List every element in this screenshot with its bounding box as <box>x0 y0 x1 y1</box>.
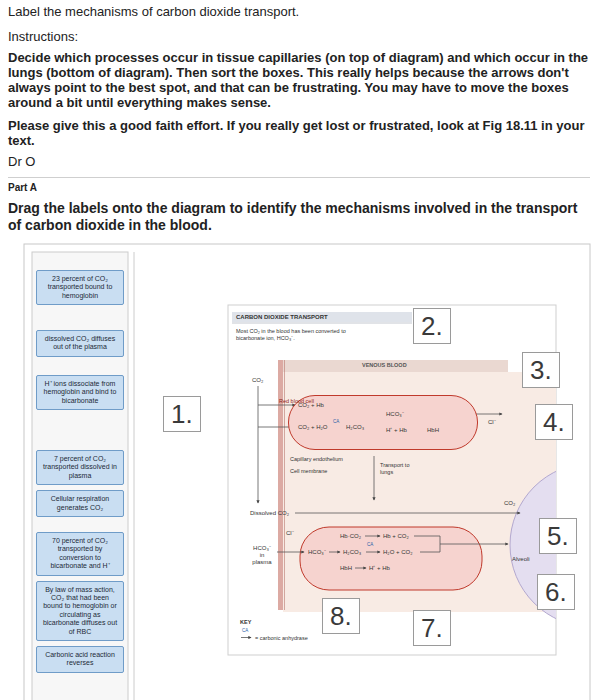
legend-row: = carbonic anhydrase <box>240 634 308 641</box>
answer-text: Carbonic acid reaction reverses <box>41 651 119 668</box>
answer-label: 70 percent of CO₂ transported by convers… <box>36 532 124 576</box>
chem-label: CO₂ + Hb <box>298 402 324 409</box>
callout-number: 8. <box>322 598 360 634</box>
chem-label: HbH <box>427 427 439 434</box>
key-heading: KEY <box>240 619 251 626</box>
answer-label: Carbonic acid reaction reverses <box>36 646 124 673</box>
chem-label: HCO₃⁻ <box>308 549 326 556</box>
chem-label: H₂CO₃ <box>343 549 361 556</box>
chem-label: HCO₃⁻ in plasma <box>250 545 274 567</box>
callout-number-text: 8. <box>330 600 352 632</box>
answer-text: By law of mass action, CO₂ that had been… <box>41 586 119 636</box>
answer-text: 23 percent of CO₂ transported bound to h… <box>41 275 119 300</box>
page-title: Label the mechanisms of carbon dioxide t… <box>8 4 590 19</box>
chem-label: H⁺ + Hb <box>386 427 407 434</box>
callout-number-text: 7. <box>421 612 443 644</box>
part-label: Cell membrane <box>290 468 327 475</box>
plasma <box>283 372 556 612</box>
instructions-heading: Instructions: <box>8 29 590 44</box>
callout-number-text: 4. <box>543 406 565 438</box>
callout-number-text: 1. <box>171 398 193 430</box>
chem-label: Hb + CO₂ <box>383 533 409 540</box>
region-label: VENOUS BLOOD <box>362 362 407 369</box>
callout-number-text: 2. <box>421 310 443 342</box>
callout-number: 2. <box>413 308 451 344</box>
callout-number: 7. <box>413 610 451 646</box>
answer-text: 7 percent of CO₂ transported dissolved i… <box>41 455 119 480</box>
signature: Dr O <box>8 154 590 169</box>
diagram-title: CARBON DIOXIDE TRANSPORT <box>236 314 328 321</box>
chem-label: HCO₃⁻ <box>386 411 404 418</box>
part-label: Alveoli <box>512 556 530 563</box>
title-rule <box>232 323 412 324</box>
callout-number-text: 5. <box>547 520 569 552</box>
column-divider <box>134 252 135 700</box>
venous-band <box>283 360 508 372</box>
answer-label: dissolved CO₂ diffuses out of the plasma <box>36 330 124 357</box>
question-panel <box>24 244 590 700</box>
question-header: Label the mechanisms of carbon dioxide t… <box>8 4 590 234</box>
chem-label: H⁺ + Hb <box>369 565 390 572</box>
callout-number: 6. <box>537 574 575 610</box>
chem-label: Hb·CO₂ <box>340 533 361 540</box>
callout-number: 5. <box>539 518 577 554</box>
section-rule <box>8 177 590 178</box>
callout-number-text: 6. <box>545 576 567 608</box>
lung-arrows <box>277 513 520 568</box>
chem-label: CO₂ <box>252 377 263 384</box>
answer-label: Cellular respiration generates CO₂ <box>36 490 124 517</box>
label-column <box>32 252 128 700</box>
lung-red-blood-cell <box>300 527 482 590</box>
part-label: Capillary endothelium <box>290 456 343 463</box>
diagram-subtitle: Most CO₂ in the blood has been converted… <box>236 328 366 341</box>
answer-label: H⁺ ions dissociate from hemoglobin and b… <box>36 375 124 410</box>
capillary-endothelium <box>278 360 283 610</box>
answer-text: H⁺ ions dissociate from hemoglobin and b… <box>41 380 119 405</box>
enzyme-label: CA <box>333 419 339 424</box>
answer-label: 23 percent of CO₂ transported bound to h… <box>36 270 124 305</box>
answer-label: By law of mass action, CO₂ that had been… <box>36 581 124 641</box>
chem-label: Cl⁻ <box>286 530 294 537</box>
legend-text: = carbonic anhydrase <box>255 635 308 641</box>
answer-text: 70 percent of CO₂ transported by convers… <box>41 537 119 571</box>
callout-number: 1. <box>163 396 201 432</box>
tissue-arrows <box>258 386 502 503</box>
chem-label: CO₂ + H₂O <box>298 424 328 431</box>
cell-membrane <box>284 360 285 610</box>
callout-number: 3. <box>522 352 560 388</box>
answer-text: Cellular respiration generates CO₂ <box>41 495 119 512</box>
answer-text: dissolved CO₂ diffuses out of the plasma <box>41 335 119 352</box>
instructions-text: Decide which processes occur in tissue c… <box>8 50 590 110</box>
answer-label: 7 percent of CO₂ transported dissolved i… <box>36 450 124 485</box>
chem-label: Cl⁻ <box>488 419 496 426</box>
callout-number-text: 3. <box>530 354 552 386</box>
callout-number: 4. <box>535 404 573 440</box>
task-text: Drag the labels onto the diagram to iden… <box>8 200 590 234</box>
instructions-note: Please give this a good faith effort. If… <box>8 118 590 148</box>
chem-label: CO₂ <box>504 500 515 507</box>
flow-label: Transport to lungs <box>380 462 422 475</box>
chem-label: Dissolved CO₂ <box>250 510 289 517</box>
legend-sample <box>240 634 254 641</box>
enzyme-label: CA <box>242 628 248 633</box>
chem-label: H₂O + CO₂ <box>383 549 413 556</box>
alveolus <box>510 463 556 627</box>
image-frame <box>228 305 556 655</box>
part-heading: Part A <box>8 182 590 194</box>
chem-label: HbH <box>340 565 352 572</box>
chem-label: H₂CO₃ <box>346 424 364 431</box>
title-bar <box>232 312 412 322</box>
enzyme-label: CA <box>367 542 373 547</box>
